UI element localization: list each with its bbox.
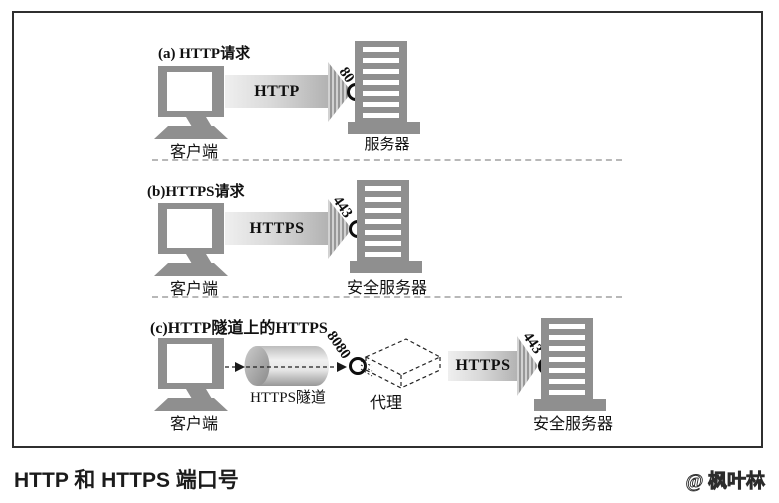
secure-server-icon: [350, 180, 422, 273]
client-label: 客户端: [169, 144, 218, 161]
section-c-title: (c)HTTP隧道上的HTTPS: [150, 320, 328, 337]
client-computer-icon: [154, 338, 228, 411]
secure-server-label: 安全服务器: [346, 280, 427, 297]
section-separator: [152, 296, 622, 298]
client-computer-icon: [154, 203, 228, 276]
server-label: 服务器: [364, 137, 410, 153]
client-computer-icon: [154, 66, 228, 139]
figure-caption: HTTP 和 HTTPS 端口号: [14, 469, 239, 492]
server-icon: [348, 41, 420, 134]
dashed-connector: [225, 362, 347, 372]
watermark: @ 枫叶林: [685, 471, 765, 493]
protocol-label: HTTPS: [249, 219, 305, 237]
protocol-label: HTTP: [254, 82, 300, 100]
section-a-title: (a) HTTP请求: [158, 46, 251, 62]
proxy-box-icon: [360, 338, 442, 389]
https-arrow: HTTPS: [225, 199, 355, 259]
client-label: 客户端: [169, 281, 218, 298]
tunnel-cylinder-icon: [244, 346, 329, 386]
https-arrow: HTTPS: [448, 336, 538, 396]
diagram-frame: (a) HTTP请求 客户端 HTTP 80 服务器 (b)HTTPS请求 客户…: [12, 11, 763, 448]
tunnel-label: HTTPS隧道: [250, 390, 326, 406]
client-label: 客户端: [169, 416, 218, 433]
protocol-label: HTTPS: [455, 357, 511, 374]
section-b-title: (b)HTTPS请求: [147, 184, 245, 200]
secure-server-icon: [534, 318, 606, 411]
secure-server-label: 安全服务器: [532, 416, 613, 433]
section-separator: [152, 159, 622, 161]
proxy-label: 代理: [369, 395, 402, 412]
